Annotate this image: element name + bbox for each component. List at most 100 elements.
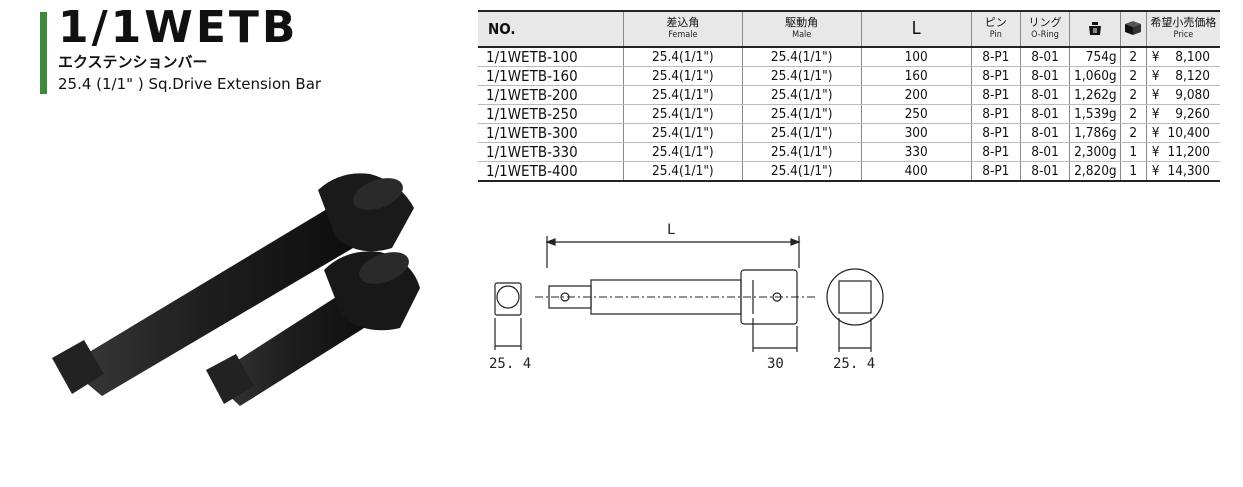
- long-extension-bar: [52, 173, 414, 396]
- dim-length-label: L: [667, 222, 675, 238]
- product-title: 1/1WETB: [58, 2, 299, 53]
- cell-yen: ¥: [1145, 161, 1164, 182]
- col-qty: [1119, 10, 1147, 48]
- dim-socket-depth: 30: [767, 356, 784, 372]
- cell-pin: 8-P1: [970, 161, 1021, 182]
- box-icon: [1125, 20, 1142, 35]
- cell-weight: 2,820g: [1069, 161, 1121, 182]
- col-length: L: [860, 10, 972, 48]
- cell-no: 1/1WETB-160: [478, 66, 624, 86]
- cell-weight: 2,300g: [1069, 142, 1121, 162]
- cell-price: 9,260: [1163, 104, 1220, 124]
- short-extension-bar: [206, 251, 420, 406]
- cell-ring: 8-01: [1019, 85, 1070, 105]
- cell-length: 330: [860, 142, 972, 162]
- cell-no: 1/1WETB-250: [478, 104, 624, 124]
- cell-length: 400: [860, 161, 972, 182]
- cell-male: 25.4(1/1"): [741, 85, 862, 105]
- col-male-en: Male: [792, 30, 812, 40]
- cell-price: 8,120: [1163, 66, 1220, 86]
- cell-ring: 8-01: [1019, 123, 1070, 143]
- cell-pin: 8-P1: [970, 66, 1021, 86]
- title-accent-bar: [40, 12, 47, 94]
- col-no: NO.: [478, 10, 624, 48]
- cell-qty: 2: [1119, 66, 1147, 86]
- cell-ring: 8-01: [1019, 47, 1070, 67]
- cell-qty: 1: [1119, 161, 1147, 182]
- dim-female-size: 25. 4: [833, 356, 875, 372]
- cell-male: 25.4(1/1"): [741, 161, 862, 182]
- col-ring-en: O-Ring: [1031, 30, 1059, 40]
- cell-female: 25.4(1/1"): [622, 142, 743, 162]
- cell-male: 25.4(1/1"): [741, 123, 862, 143]
- cell-female: 25.4(1/1"): [622, 47, 743, 67]
- cell-length: 200: [860, 85, 972, 105]
- cell-male: 25.4(1/1"): [741, 66, 862, 86]
- cell-no: 1/1WETB-200: [478, 85, 624, 105]
- cell-no: 1/1WETB-400: [478, 161, 624, 182]
- cell-length: 250: [860, 104, 972, 124]
- cell-yen: ¥: [1145, 66, 1164, 86]
- cell-price: 11,200: [1163, 142, 1220, 162]
- cell-price: 14,300: [1163, 161, 1220, 182]
- cell-female: 25.4(1/1"): [622, 85, 743, 105]
- cell-qty: 2: [1119, 104, 1147, 124]
- cell-ring: 8-01: [1019, 142, 1070, 162]
- dimension-diagram: L 25. 4 30 25. 4: [489, 222, 884, 372]
- cell-pin: 8-P1: [970, 85, 1021, 105]
- cell-ring: 8-01: [1019, 104, 1070, 124]
- cell-male: 25.4(1/1"): [741, 142, 862, 162]
- cell-male: 25.4(1/1"): [741, 104, 862, 124]
- col-female-en: Female: [668, 30, 698, 40]
- cell-weight: 1,060g: [1069, 66, 1121, 86]
- cell-female: 25.4(1/1"): [622, 123, 743, 143]
- col-ring-jp: リング: [1028, 16, 1062, 29]
- cell-pin: 8-P1: [970, 142, 1021, 162]
- dim-male-size: 25. 4: [489, 356, 531, 372]
- cell-weight: 1,539g: [1069, 104, 1121, 124]
- cell-yen: ¥: [1145, 123, 1164, 143]
- col-male-jp: 駆動角: [785, 16, 819, 29]
- cell-qty: 2: [1119, 47, 1147, 67]
- col-pin-jp: ピン: [984, 16, 1007, 29]
- col-pin-en: Pin: [989, 30, 1002, 40]
- cell-ring: 8-01: [1019, 66, 1070, 86]
- cell-price: 8,100: [1163, 47, 1220, 67]
- product-subtitle-jp: エクステンションバー: [58, 53, 208, 71]
- cell-female: 25.4(1/1"): [622, 161, 743, 182]
- product-photo: [52, 173, 420, 406]
- cell-pin: 8-P1: [970, 104, 1021, 124]
- cell-length: 160: [860, 66, 972, 86]
- cell-qty: 2: [1119, 85, 1147, 105]
- col-weight: [1069, 10, 1121, 48]
- cell-length: 100: [860, 47, 972, 67]
- col-price-jp: 希望小売価格: [1150, 16, 1217, 29]
- col-price-en: Price: [1173, 30, 1194, 40]
- cell-length: 300: [860, 123, 972, 143]
- cell-yen: ¥: [1145, 85, 1164, 105]
- cell-yen: ¥: [1145, 142, 1164, 162]
- cell-pin: 8-P1: [970, 123, 1021, 143]
- cell-price: 10,400: [1163, 123, 1220, 143]
- cell-no: 1/1WETB-100: [478, 47, 624, 67]
- cell-qty: 1: [1119, 142, 1147, 162]
- cell-pin: 8-P1: [970, 47, 1021, 67]
- cell-male: 25.4(1/1"): [741, 47, 862, 67]
- cell-ring: 8-01: [1019, 161, 1070, 182]
- cell-weight: 1,786g: [1069, 123, 1121, 143]
- weight-icon: [1088, 21, 1101, 35]
